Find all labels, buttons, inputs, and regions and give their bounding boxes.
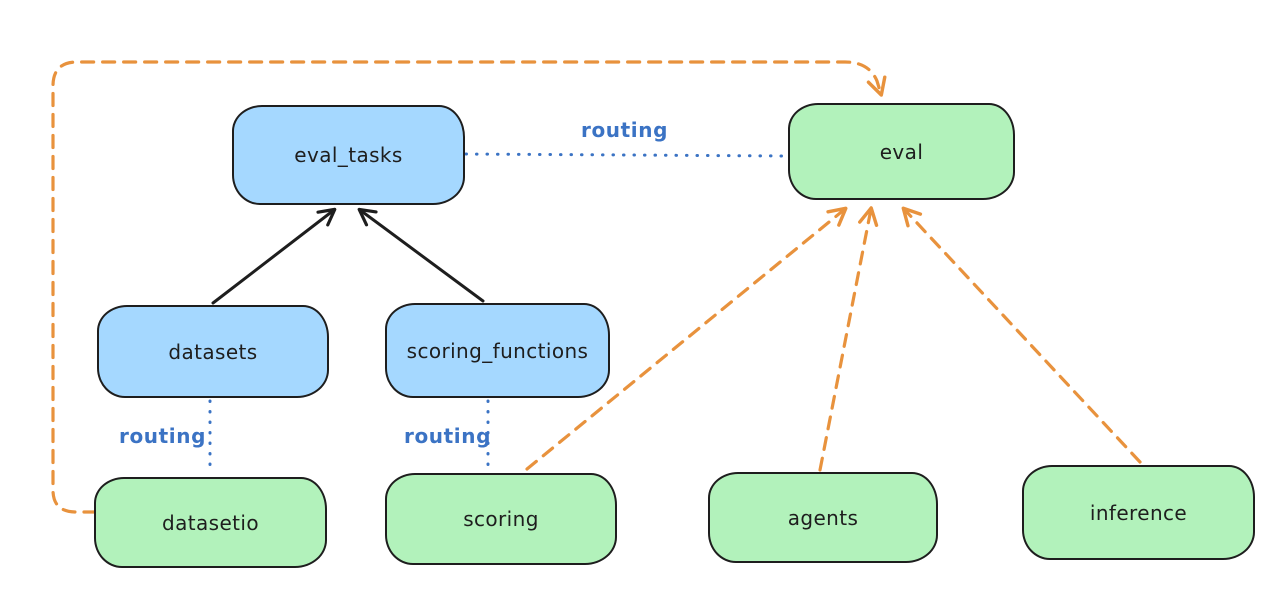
- node-scoring_functions-label: scoring_functions: [406, 338, 589, 363]
- node-eval_tasks: eval_tasks: [232, 105, 465, 205]
- node-scoring-label: scoring: [463, 507, 539, 531]
- edge-datasets-to-eval_tasks: [211, 207, 337, 305]
- node-datasets: datasets: [97, 305, 329, 398]
- edge-label-routing-eval_tasks-eval: routing: [581, 118, 669, 142]
- edge-eval_tasks-to-eval: [464, 152, 788, 158]
- edge-inference-to-eval: [901, 206, 1142, 464]
- node-scoring_functions: scoring_functions: [385, 303, 610, 398]
- node-eval_tasks-label: eval_tasks: [294, 143, 403, 167]
- node-scoring: scoring: [385, 473, 617, 565]
- node-datasetio: datasetio: [94, 477, 327, 568]
- node-inference-label: inference: [1089, 500, 1188, 525]
- node-datasets-label: datasets: [168, 339, 258, 364]
- node-eval-label: eval: [879, 139, 924, 164]
- edge-scoring_functions-to-eval_tasks: [357, 207, 485, 303]
- node-eval: eval: [788, 103, 1015, 200]
- node-datasetio-label: datasetio: [161, 510, 259, 535]
- edge-agents-to-eval: [818, 206, 879, 472]
- node-agents: agents: [708, 472, 938, 563]
- edge-label-routing-scoring_functions-scoring: routing: [404, 424, 492, 448]
- edge-label-routing-datasets-datasetio: routing: [119, 424, 207, 448]
- node-agents-label: agents: [787, 505, 859, 530]
- node-inference: inference: [1022, 465, 1255, 560]
